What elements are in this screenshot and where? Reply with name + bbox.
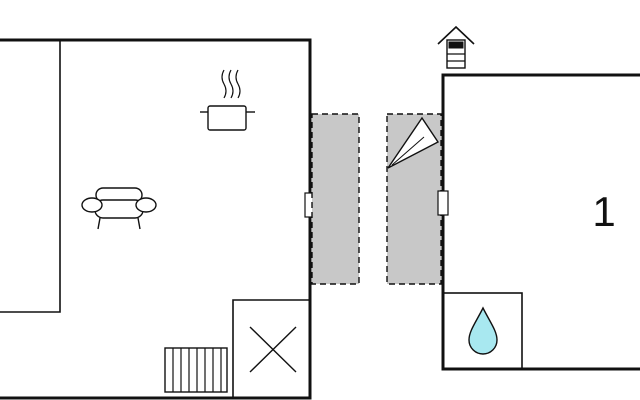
bathroom-wall: [232, 299, 310, 398]
room-number: 1: [592, 188, 615, 235]
right-door: [437, 190, 449, 216]
terrace-left: [311, 113, 360, 285]
stairs-icon: [164, 347, 228, 393]
fireplace-icon: [437, 25, 475, 69]
left-building-outer-wall: [0, 38, 312, 400]
right-building-outer-wall: [441, 73, 640, 371]
water-drop-icon: [468, 306, 498, 355]
shower-icon: [249, 326, 297, 373]
sofa-icon: [81, 187, 157, 230]
cooking-pot-icon: [200, 69, 255, 131]
left-building: [0, 38, 316, 400]
right-building: 1: [437, 73, 640, 371]
sun-lounger-icon: [387, 116, 440, 169]
left-bedroom-wall: [0, 40, 61, 313]
right-bathroom: [442, 292, 523, 370]
